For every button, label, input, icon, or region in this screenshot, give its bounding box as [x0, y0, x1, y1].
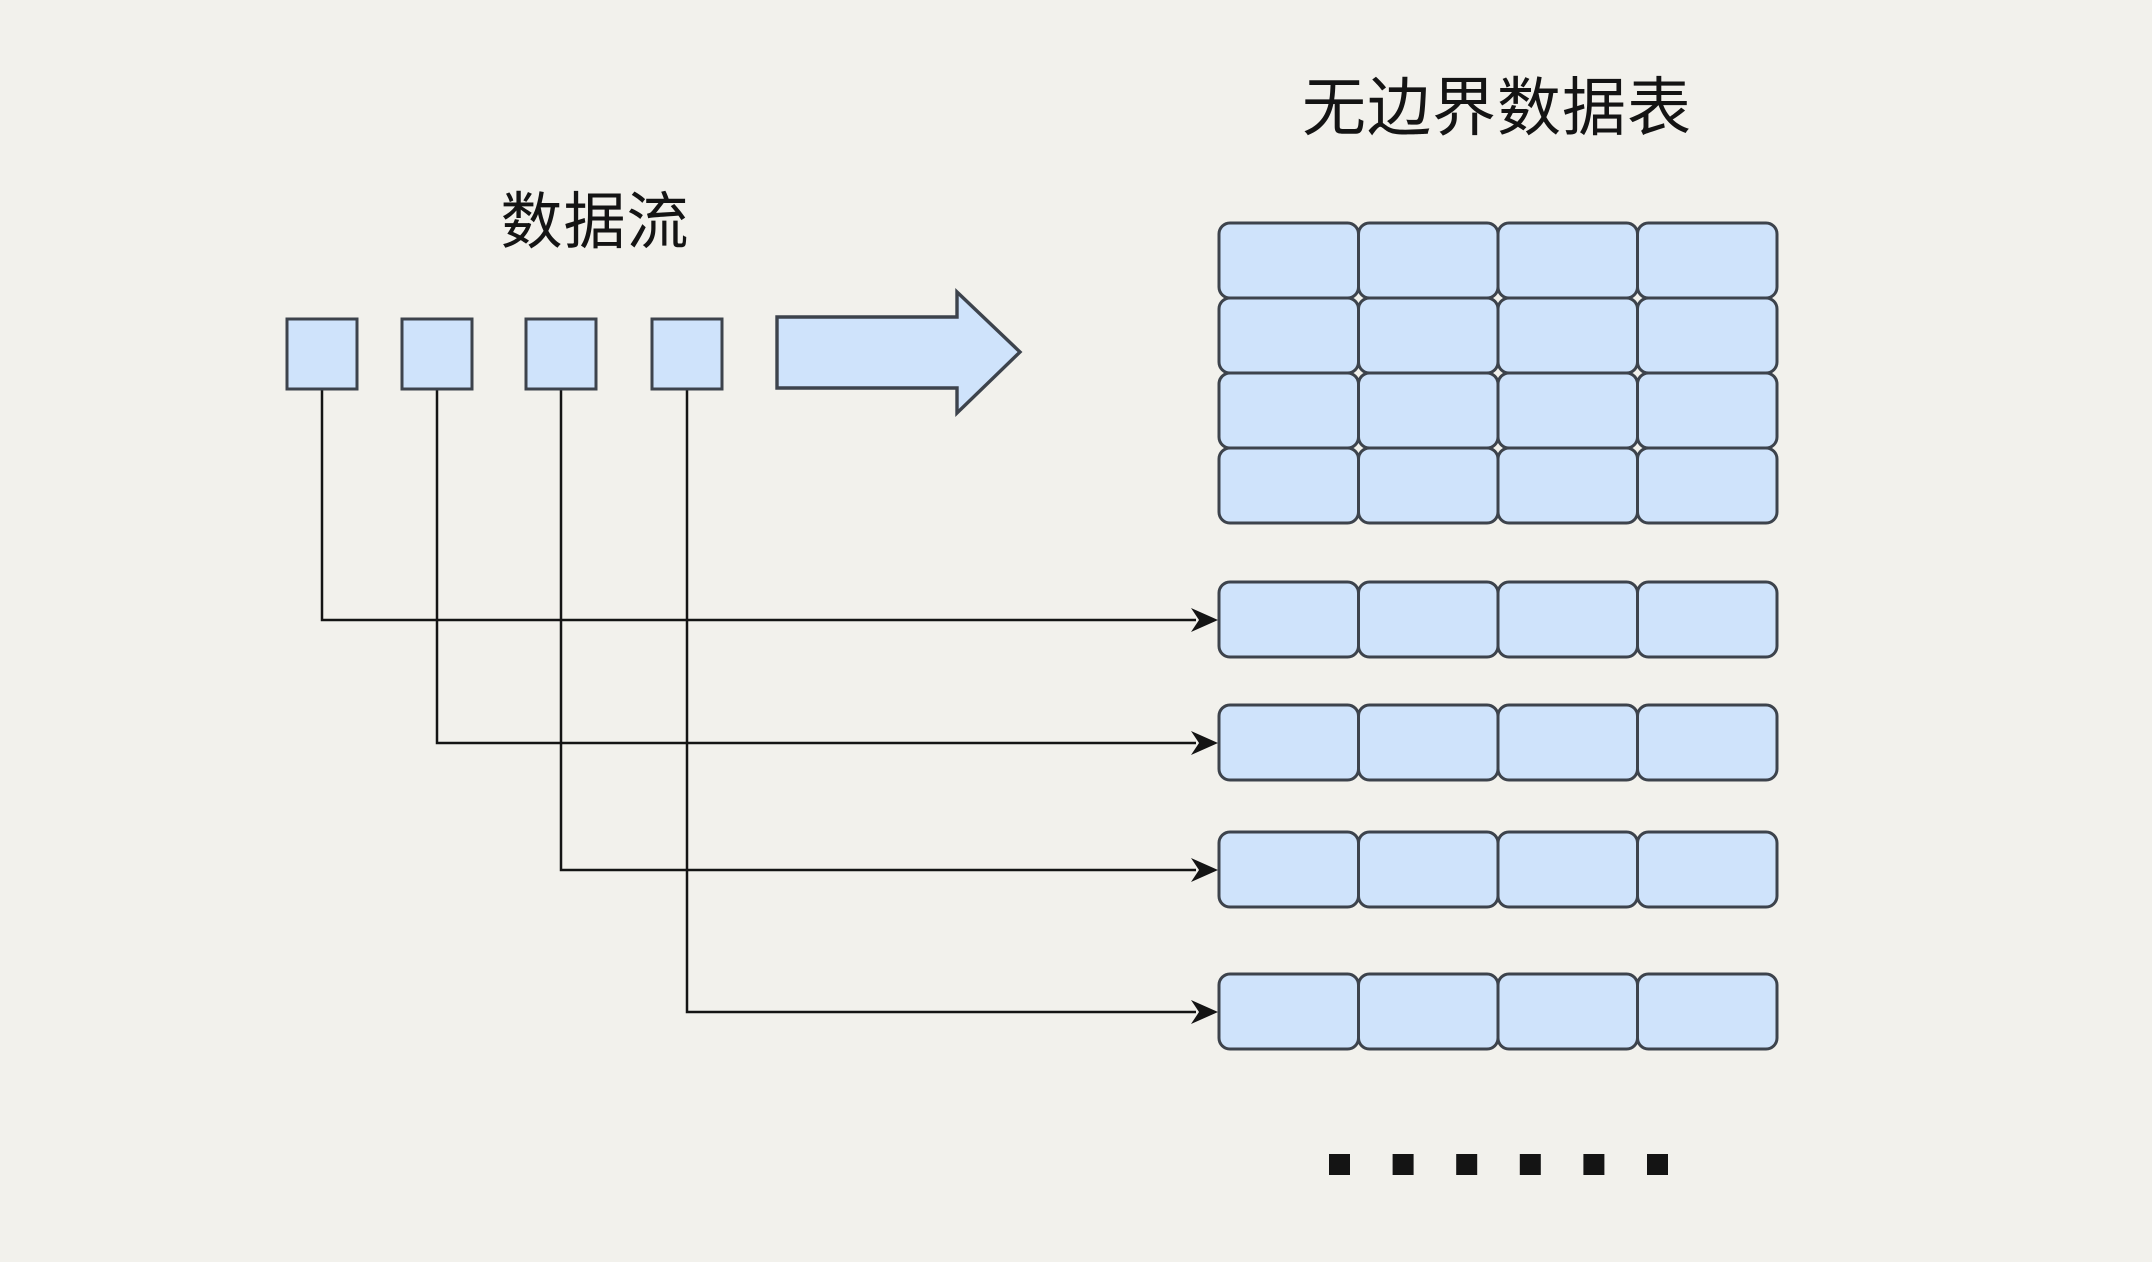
flow-arrow-icon	[775, 288, 1023, 418]
connector-arrowhead-icon	[1191, 1000, 1218, 1024]
connector-line	[435, 389, 1196, 745]
table-grid-cell	[1217, 371, 1360, 450]
table-grid-cell	[1357, 371, 1500, 450]
table-grid-cell	[1636, 221, 1779, 300]
table-row-cell	[1357, 703, 1500, 782]
stream-square	[650, 317, 724, 391]
table-grid-cell	[1496, 221, 1639, 300]
table-grid-cell	[1636, 296, 1779, 375]
table-grid-cell	[1217, 221, 1360, 300]
connector-arrowhead-icon	[1191, 731, 1218, 755]
ellipsis-dot	[1519, 1154, 1541, 1175]
ellipsis-dot	[1456, 1154, 1478, 1175]
ellipsis-dot	[1392, 1154, 1414, 1175]
table-row-cell	[1496, 972, 1639, 1051]
table-row-cell	[1357, 972, 1500, 1051]
table-row-cell	[1496, 580, 1639, 659]
table-grid-cell	[1496, 446, 1639, 525]
connector-line	[685, 389, 1196, 1014]
table-row-cell	[1636, 972, 1779, 1051]
table-row-cell	[1496, 703, 1639, 782]
ellipsis-dot	[1647, 1154, 1668, 1175]
table-grid-cell	[1496, 296, 1639, 375]
table-row-cell	[1217, 580, 1360, 659]
stream-square	[400, 317, 474, 391]
connector-arrowhead-icon	[1191, 858, 1218, 882]
table-row-cell	[1217, 703, 1360, 782]
table-grid-cell	[1496, 371, 1639, 450]
table-grid-cell	[1357, 296, 1500, 375]
table-grid-cell	[1636, 446, 1779, 525]
connector-line	[559, 389, 1196, 872]
table-row-cell	[1357, 830, 1500, 909]
table-row-cell	[1357, 580, 1500, 659]
connector-arrowhead-icon	[1191, 608, 1218, 632]
stream-label: 数据流	[500, 188, 690, 257]
table-row-cell	[1636, 580, 1779, 659]
table-grid-cell	[1357, 446, 1500, 525]
stream-square	[524, 317, 598, 391]
table-grid-cell	[1357, 221, 1500, 300]
connector-line	[320, 389, 1196, 622]
table-grid-cell	[1217, 446, 1360, 525]
ellipsis-dot	[1329, 1154, 1350, 1175]
table-grid-cell	[1217, 296, 1360, 375]
table-row-cell	[1217, 972, 1360, 1051]
table-row-cell	[1636, 703, 1779, 782]
table-row-cell	[1636, 830, 1779, 909]
table-grid-cell	[1636, 371, 1779, 450]
stream-square	[285, 317, 359, 391]
table-row-cell	[1217, 830, 1360, 909]
table-row-cell	[1496, 830, 1639, 909]
ellipsis-dot	[1583, 1154, 1605, 1175]
unbounded-table-title: 无边界数据表	[1302, 72, 1692, 144]
